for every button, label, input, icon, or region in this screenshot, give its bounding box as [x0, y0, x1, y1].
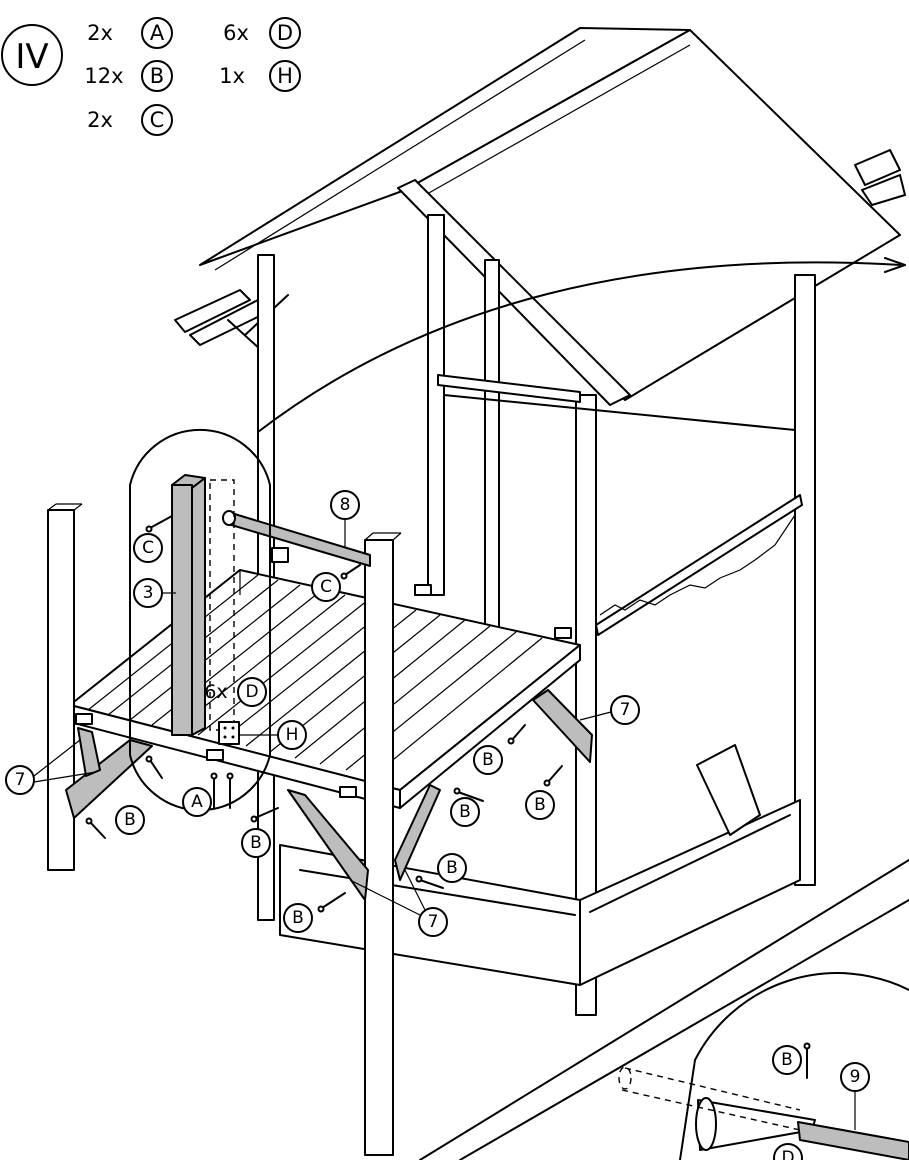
screws: [85, 515, 811, 1079]
callout-c: C: [142, 538, 154, 558]
playhouse-frame: [174, 27, 909, 1161]
callout-b: B: [292, 908, 304, 928]
callout-d: D: [245, 682, 258, 702]
hardware-letter: C: [150, 108, 165, 132]
callout-part-3: 3: [143, 583, 154, 603]
sandbox-side: [579, 799, 801, 986]
tower-post: [484, 259, 500, 631]
step-numeral: IV: [15, 37, 48, 77]
hardware-qty: 6x: [223, 21, 249, 45]
roof-right-panel: [404, 29, 901, 401]
post-part-3: [171, 484, 193, 736]
hardware-row-b: 12x B: [84, 60, 173, 92]
callout-b: B: [124, 810, 136, 830]
callout-a: A: [191, 792, 203, 812]
hardware-row-d: 6x D: [223, 17, 301, 49]
callout-d: D: [781, 1148, 794, 1160]
tower-post: [427, 214, 445, 596]
detail-highlight-capsule: [129, 428, 271, 812]
hardware-qty: 12x: [84, 64, 123, 88]
brace-part-7: [287, 789, 369, 901]
callout-h: H: [286, 725, 299, 745]
rail-part-9: [797, 1121, 909, 1161]
upper-floor-edge: [595, 494, 803, 636]
callout-b: B: [781, 1050, 793, 1070]
hardware-letter: H: [277, 64, 293, 88]
brace-part-7: [532, 689, 593, 763]
brace-part-7: [65, 739, 153, 819]
saw-icon: [618, 1066, 909, 1161]
deck-side-beam: [399, 644, 581, 809]
front-right-leg: [364, 539, 394, 1156]
view-leader-arc: [257, 261, 901, 433]
callout-b: B: [459, 802, 471, 822]
rail-part-8: [227, 511, 371, 567]
hardware-qty: 2x: [87, 108, 113, 132]
front-left-leg: [47, 509, 75, 871]
callout-b: B: [250, 833, 262, 853]
callout-part-7: 7: [15, 770, 26, 790]
hardware-row-c: 2x C: [87, 104, 173, 136]
callout-c: C: [320, 577, 332, 597]
hardware-letter: A: [150, 21, 165, 45]
callout-b: B: [446, 858, 458, 878]
callout-qty-6x: 6x: [204, 681, 227, 703]
sandbox-lid: [696, 744, 761, 836]
roof-front-board: [397, 179, 631, 406]
callout-part-9: 9: [850, 1067, 861, 1087]
callout-part-7: 7: [428, 912, 439, 932]
hardware-letter: B: [150, 64, 164, 88]
hardware-letter: D: [277, 21, 293, 45]
tower-post: [575, 394, 597, 1016]
hardware-list: 2x A 12x B 2x C 6x D 1x H: [84, 17, 301, 136]
callout-b: B: [482, 750, 494, 770]
callouts: C 3 8 C 6x D H A 7 B B 7: [5, 490, 870, 1164]
detail-magnifier: [679, 972, 909, 1161]
step-badge: IV: [1, 24, 63, 86]
post-part-3-side: [191, 477, 206, 736]
hardware-qty: 1x: [219, 64, 245, 88]
callout-part-7: 7: [620, 700, 631, 720]
tower-post: [794, 274, 816, 886]
callout-part-8: 8: [340, 495, 351, 515]
brace-part-7: [77, 727, 101, 777]
angle-bracket-h: [218, 721, 240, 745]
hardware-qty: 2x: [87, 21, 113, 45]
hardware-row-a: 2x A: [87, 17, 173, 49]
callout-b: B: [534, 795, 546, 815]
brace-part-7: [394, 784, 441, 881]
hardware-row-h: 1x H: [219, 60, 301, 92]
